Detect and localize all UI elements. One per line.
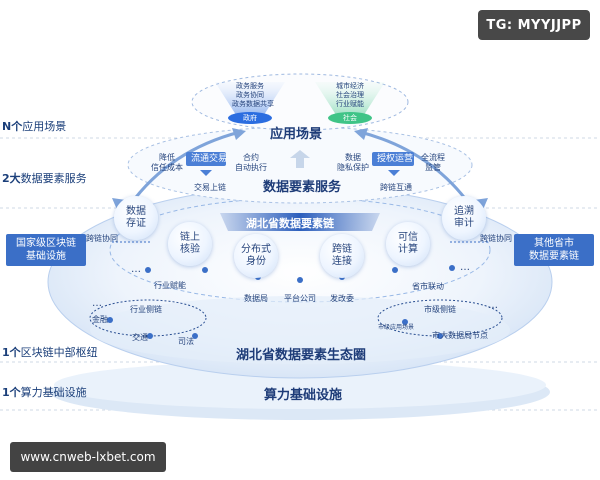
node-data-bureau: 数据局 — [244, 294, 268, 303]
bubble-distributed-identity: 分布式身份 — [234, 234, 278, 278]
cross-chain-interop: 跨链互通 — [380, 183, 412, 192]
bubble-trusted-compute: 可信计算 — [386, 222, 430, 266]
industry-finance: 金融 — [92, 315, 108, 324]
city-app-scenarios: 市级应用场景 — [378, 324, 415, 331]
gov-label: 政府 — [243, 114, 257, 122]
authorized-ops: 授权运营 — [377, 154, 414, 164]
label-blockchain-hub: 1个区块链中部枢纽 — [2, 346, 98, 359]
city-bigdata-node: 市大数据局节点 — [432, 331, 488, 340]
provincial-link: 省市联动 — [412, 282, 444, 291]
society-items: 城市经济 社会治理 行业赋能 — [336, 82, 364, 108]
other-provinces-box: 其他省市数据要素链 — [514, 234, 594, 266]
label-app-scenarios: N个应用场景 — [2, 120, 67, 133]
data-privacy: 数据 隐私保护 — [337, 153, 369, 172]
society-label: 社会 — [343, 114, 357, 122]
app-scenarios-title: 应用场景 — [270, 127, 323, 142]
ellipsis-left-bottom: … — [92, 298, 102, 309]
industry-justice: 司法 — [178, 337, 194, 346]
label-data-services: 2大数据要素服务 — [2, 172, 87, 185]
watermark-tg: TG: MYYJJPP — [478, 10, 590, 40]
trade-onchain: 交易上链 — [194, 183, 226, 192]
industry-transport: 交通 — [132, 333, 148, 342]
ellipsis-right-top: … — [460, 262, 470, 273]
reduce-trust-cost: 降低 信任成本 — [151, 153, 183, 172]
watermark-url: www.cnweb-lxbet.com — [10, 442, 166, 472]
node-development-commission: 发改委 — [330, 294, 354, 303]
city-side-chain: 市级侧链 — [424, 305, 456, 314]
industry-empower: 行业赋能 — [154, 281, 186, 290]
data-services-title: 数据要素服务 — [263, 180, 342, 195]
right-cross-chain: 跨链协同 — [480, 234, 512, 243]
left-cross-chain: 跨链协同 — [86, 234, 118, 243]
bubble-data-deposit: 数据存证 — [114, 196, 158, 240]
industry-side-chain: 行业侧链 — [130, 305, 162, 314]
compute-infra-title: 算力基础设施 — [264, 388, 343, 403]
full-process-supervision: 全流程 监管 — [421, 153, 445, 172]
circulation-trade: 流通交易 — [191, 154, 228, 164]
bubble-traceability: 追溯审计 — [442, 196, 486, 240]
bubble-onchain-verify: 链上核验 — [168, 222, 212, 266]
contract-auto: 合约 自动执行 — [235, 153, 267, 172]
ellipsis-right-bottom: … — [488, 300, 498, 311]
gov-items: 政务服务 政务协同 政务数据共享 — [232, 82, 274, 108]
ellipsis-left-top: … — [131, 264, 141, 275]
node-platform-company: 平台公司 — [284, 294, 316, 303]
national-blockchain-box: 国家级区块链基础设施 — [6, 234, 86, 266]
ecosystem-title: 湖北省数据要素生态圈 — [236, 348, 367, 363]
hub-banner: 湖北省数据要素链 — [246, 217, 334, 230]
label-compute-infra: 1个算力基础设施 — [2, 386, 87, 399]
bubble-cross-chain: 跨链连接 — [320, 234, 364, 278]
